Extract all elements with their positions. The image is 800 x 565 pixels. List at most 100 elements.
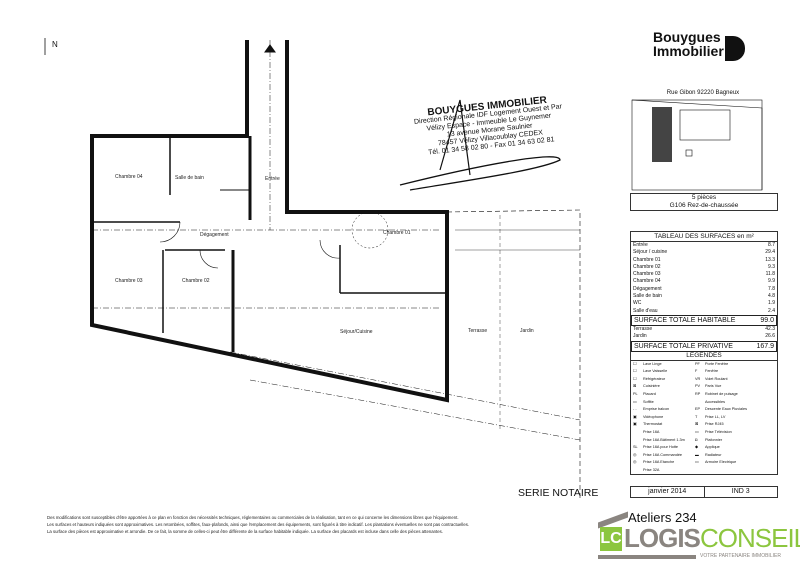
surface-value: 4.8 — [768, 293, 775, 300]
legend-symbol-icon: ☐ — [633, 369, 637, 374]
surface-label: Entrée — [633, 242, 648, 248]
unit-info: 5 pièces G106 Rez-de-chaussée — [630, 193, 778, 211]
legend-label: Cuisinière — [643, 384, 660, 389]
legend-symbol-icon: ☐ — [633, 376, 637, 381]
surface-value: 42.3 — [765, 325, 775, 332]
legend-symbol-icon: SL — [633, 445, 638, 450]
legend-symbol-icon: PV — [695, 384, 701, 389]
total-value: 167.9 — [756, 342, 774, 350]
legend-label: Vidéophone — [643, 414, 664, 419]
surface-label: Séjour / cuisine — [633, 249, 668, 256]
surface-row: Chambre 01 13.3 — [631, 257, 777, 264]
legend-label: Réfrigérateur — [643, 376, 666, 381]
brand-line2: Immobilier — [653, 43, 724, 59]
surface-row: Entrée 8.7 — [631, 242, 777, 249]
logo-left: LOGIS — [624, 523, 701, 553]
disclaimer-line: La surface des pièces est approximative … — [47, 529, 443, 534]
surface-value: 9.3 — [768, 263, 775, 270]
room-label-jardin: Jardin — [520, 328, 534, 334]
legend-symbol-icon: ▭ — [695, 460, 699, 465]
legend-symbol-icon — [695, 399, 705, 407]
watermark-logo: Ateliers 234 LC LOGIS CONSEIL VOTRE PART… — [598, 505, 800, 565]
disclaimer-line: Des modifications sont susceptibles d'êt… — [47, 515, 459, 520]
legend-label: Prise LL, LV — [705, 414, 726, 419]
surface-value: 1.9 — [768, 300, 775, 307]
legend-symbol-icon: ⊠ — [695, 422, 699, 427]
legend-label: Lave Linge — [643, 361, 662, 366]
legend-label: Emprise balcon — [643, 407, 670, 412]
legend-label: Prise 16A — [643, 429, 660, 434]
legend-symbol-icon: T — [695, 414, 698, 419]
unit-lot: G106 Rez-de-chaussée — [669, 202, 739, 209]
address: Rue Gibon 92220 Bagneux — [666, 90, 740, 96]
legend-symbol-icon: PL — [633, 391, 638, 396]
legend-symbol-icon: F — [695, 369, 698, 374]
legend-label: Accessibles — [705, 399, 726, 404]
series-label: SERIE NOTAIRE — [518, 487, 599, 499]
legend-symbol-icon: ◆ — [695, 445, 698, 450]
legend-symbol-icon: ▭ — [633, 399, 637, 404]
legend-label: Radiateur — [705, 452, 722, 457]
legend-label: Armoire Electrique — [705, 460, 737, 465]
legend-symbol-icon: ▣ — [633, 422, 637, 427]
total-label: SURFACE TOTALE PRIVATIVE — [634, 342, 733, 350]
surface-value: 29.4 — [765, 249, 775, 256]
legend-symbol-icon: ◎ — [633, 460, 637, 465]
logo-tagline: VOTRE PARTENAIRE IMMOBILIER — [700, 553, 781, 559]
room-label-terrasse: Terrasse — [468, 328, 488, 334]
surface-row: Séjour / cuisine 29.4 — [631, 249, 777, 256]
north-label: N — [52, 40, 58, 49]
surface-label: Salle d'eau — [633, 307, 658, 314]
legend-symbol-icon: RP — [695, 391, 701, 396]
legend-symbol-icon: ☐ — [633, 361, 637, 366]
surface-value: 9.9 — [768, 278, 775, 285]
legend-label: Lave Vaisselle — [643, 369, 668, 374]
surface-label: Jardin — [633, 333, 647, 340]
logo-bar — [598, 555, 696, 559]
total-label: SURFACE TOTALE HABITABLE — [634, 316, 736, 324]
surface-value: 2.4 — [768, 307, 775, 314]
surface-value: 13.3 — [765, 256, 775, 263]
legend-label: Prise Télévision — [705, 429, 732, 434]
total-privative: SURFACE TOTALE PRIVATIVE 167.9 — [631, 340, 777, 352]
legend-label: Applique — [705, 445, 720, 450]
date: janvier 2014 — [631, 487, 705, 497]
surface-label: Chambre 01 — [633, 256, 661, 263]
legend-label: Prise 16A Commandée — [643, 452, 683, 457]
legend-symbol-icon: ◘ — [695, 437, 698, 442]
legend-symbol-icon — [695, 467, 705, 475]
legend-symbol-icon: EP — [695, 407, 701, 412]
brand-line1: Bouygues — [653, 29, 721, 45]
legend-label: Prise 16A pour Hotte — [643, 445, 679, 450]
surface-value: 8.7 — [768, 242, 775, 248]
logo-right: CONSEIL — [700, 523, 800, 553]
room-label-chambre04: Chambre 04 — [115, 174, 143, 180]
legend-label: Soffite — [643, 399, 654, 404]
legend-label: Plafonnier — [705, 437, 723, 442]
legend-label: Prise RJ45 — [705, 422, 724, 427]
room-label-degagement: Dégagement — [200, 232, 229, 238]
surface-row: Chambre 02 9.3 — [631, 264, 777, 271]
legend-label: Prise 16A Bâtiment 1.3m — [643, 437, 685, 442]
revision-box: janvier 2014 IND 3 — [630, 486, 778, 498]
legend-title: LEGENDES — [631, 352, 777, 361]
legend-label: Descente Eaux Pluviales — [705, 407, 747, 412]
legend-label: Fenêtre — [705, 369, 719, 374]
surfaces-title: TABLEAU DES SURFACES en m² — [631, 232, 777, 242]
surface-row: Chambre 04 9.9 — [631, 278, 777, 285]
legend-symbol-icon: ▬ — [695, 452, 699, 457]
room-label-chambre01: Chambre 01 — [383, 230, 411, 236]
surface-row: Salle d'eau 2.4 — [631, 308, 777, 315]
brand-mark-icon — [725, 36, 745, 61]
legend-label: Paris Vue — [705, 384, 722, 389]
surface-label: Chambre 02 — [633, 263, 661, 270]
surface-label: Chambre 04 — [633, 278, 661, 285]
legend-label: Placard — [643, 391, 656, 396]
